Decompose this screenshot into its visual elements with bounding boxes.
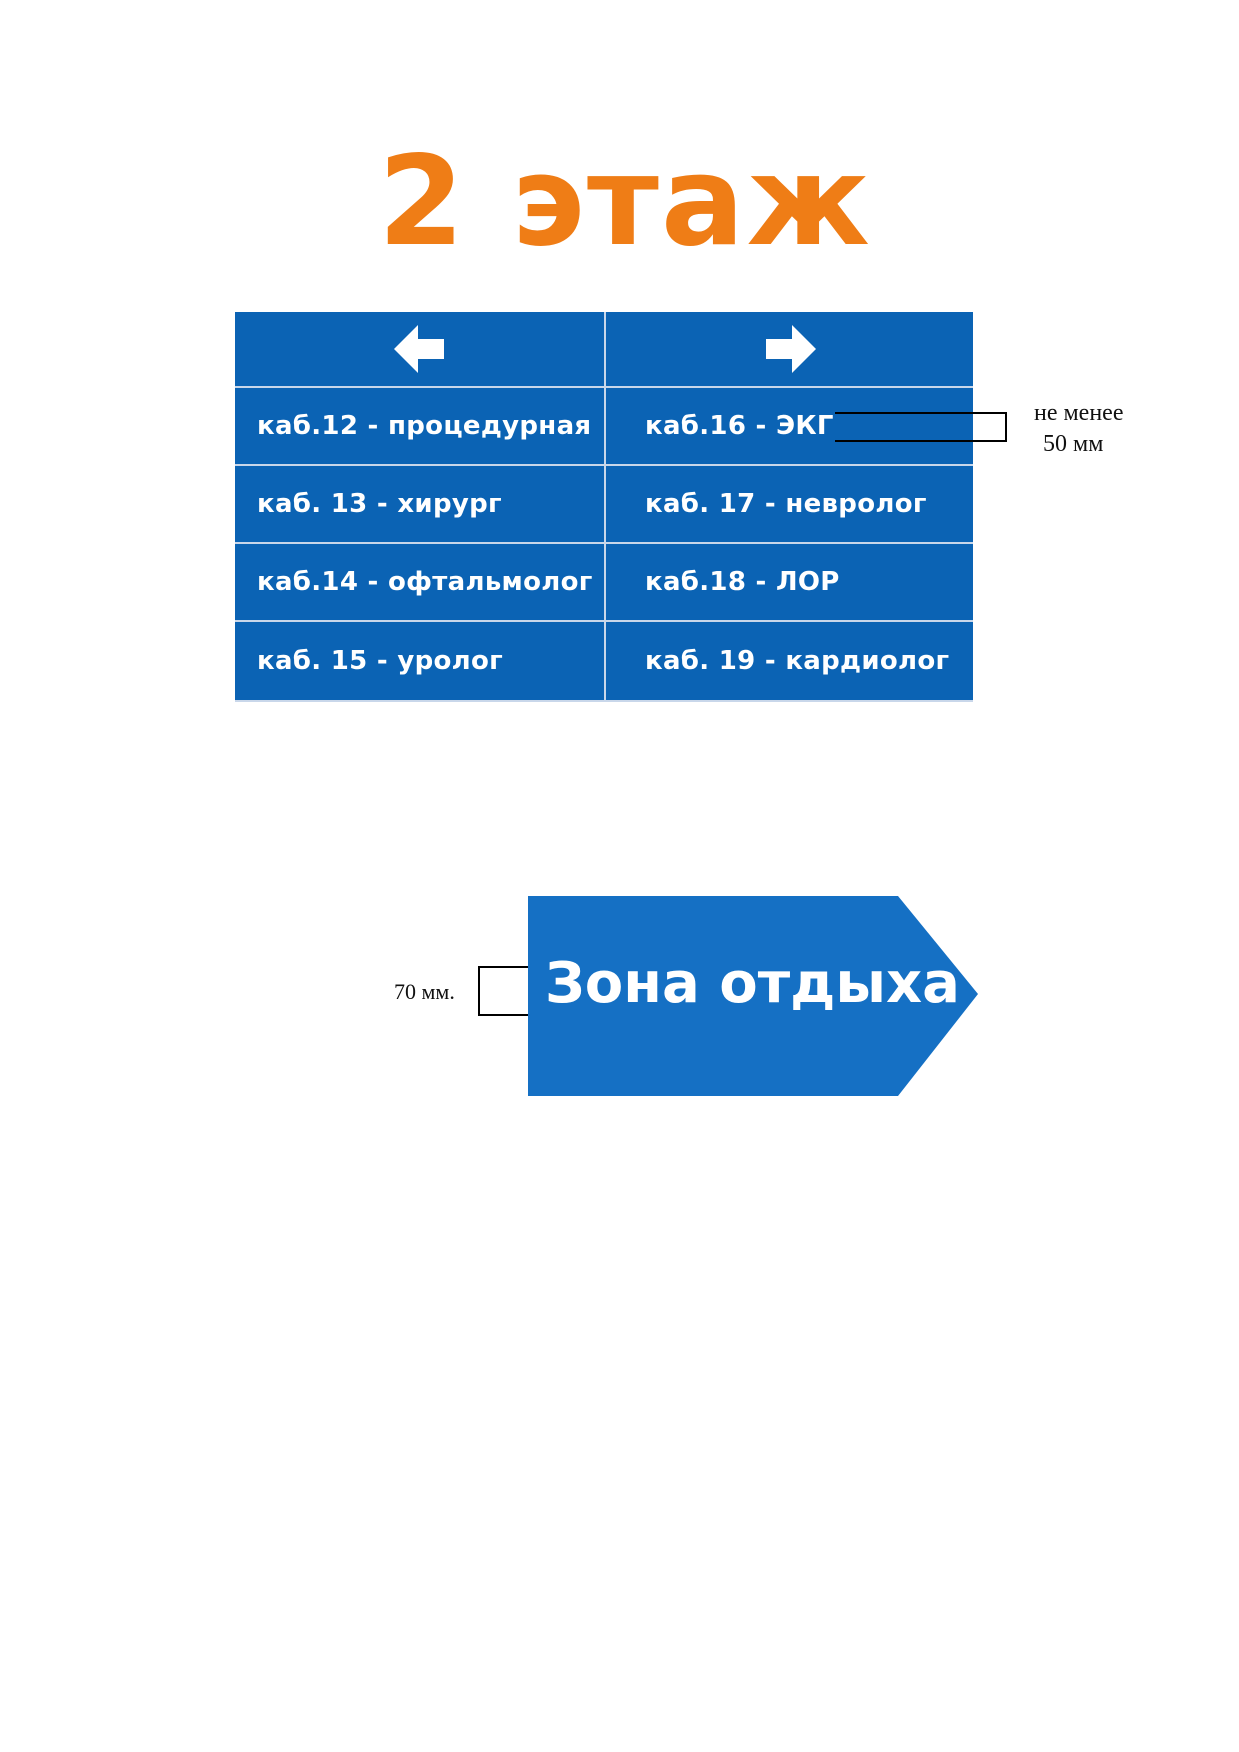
arrow-left-icon (392, 321, 448, 377)
room-label: каб. 13 - хирург (257, 489, 502, 519)
left-direction-header (235, 312, 604, 388)
arrow-right-icon (762, 321, 818, 377)
room-cell-right: каб.16 - ЭКГ (606, 388, 973, 466)
room-cell-right: каб. 17 - невролог (606, 466, 973, 544)
room-cell-right: каб.18 - ЛОР (606, 544, 973, 622)
rest-zone-arrow-shape (528, 896, 978, 1096)
min-height-line-1: не менее (1034, 400, 1124, 426)
room-label: каб.16 - ЭКГ (645, 411, 834, 441)
min-height-annotation: не менее 50 мм (1034, 398, 1123, 460)
room-label: каб.12 - процедурная (257, 411, 592, 441)
room-cell-left: каб. 13 - хирург (235, 466, 604, 544)
min-height-bracket (835, 412, 1007, 442)
room-cell-right: каб. 19 - кардиолог (606, 622, 973, 700)
room-label: каб.14 - офтальмолог (257, 567, 593, 597)
rest-zone-sign: Зона отдыха (528, 896, 978, 1096)
room-cell-left: каб. 15 - уролог (235, 622, 604, 700)
floor-title: 2 этаж (378, 130, 872, 274)
room-label: каб. 17 - невролог (645, 489, 927, 519)
zone-height-bracket (478, 966, 550, 1016)
min-height-line-2: 50 мм (1043, 431, 1104, 458)
room-label: каб. 19 - кардиолог (645, 646, 950, 676)
room-label: каб. 15 - уролог (257, 646, 504, 676)
room-label: каб.18 - ЛОР (645, 567, 840, 597)
room-directory-sign: каб.12 - процедурная каб.16 - ЭКГ каб. 1… (235, 312, 973, 702)
zone-height-annotation: 70 мм. (394, 979, 455, 1004)
room-cell-left: каб.12 - процедурная (235, 388, 604, 466)
right-direction-header (606, 312, 973, 388)
rest-zone-label: Зона отдыха (545, 951, 960, 1016)
room-cell-left: каб.14 - офтальмолог (235, 544, 604, 622)
